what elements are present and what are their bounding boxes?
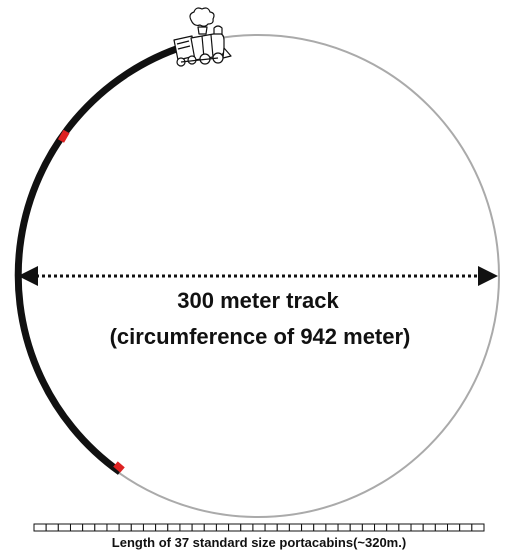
portacabin-unit bbox=[264, 523, 278, 532]
portacabin-unit bbox=[434, 523, 449, 532]
portacabin-unit bbox=[94, 523, 108, 532]
portacabin-unit bbox=[82, 523, 96, 532]
portacabin-unit bbox=[471, 523, 485, 532]
portacabin-unit bbox=[386, 523, 400, 532]
portacabin-unit bbox=[69, 523, 84, 532]
portacabin-unit bbox=[459, 523, 473, 532]
portacabin-unit bbox=[106, 523, 120, 532]
portacabin-unit bbox=[252, 523, 266, 532]
portacabin-unit bbox=[447, 523, 461, 532]
portacabin-unit bbox=[45, 523, 59, 532]
portacabin-unit bbox=[349, 523, 363, 532]
portacabin-unit bbox=[313, 523, 327, 532]
arrowhead-right bbox=[478, 266, 498, 286]
portacabin-unit bbox=[203, 523, 217, 532]
portacabin-unit bbox=[361, 523, 376, 532]
portacabin-unit bbox=[374, 523, 388, 532]
portacabin-unit bbox=[398, 523, 412, 532]
portacabin-unit bbox=[191, 523, 205, 532]
steam-locomotive-icon bbox=[173, 7, 232, 67]
arrowhead-left bbox=[18, 266, 38, 286]
portacabin-unit bbox=[301, 523, 315, 532]
portacabin-scale-bar bbox=[33, 523, 485, 532]
portacabin-unit bbox=[325, 523, 339, 532]
circumference-label: (circumference of 942 meter) bbox=[110, 324, 411, 349]
portacabin-unit bbox=[422, 523, 436, 532]
portacabin-unit bbox=[57, 523, 71, 532]
portacabin-unit bbox=[288, 523, 303, 532]
diameter-arrow bbox=[18, 266, 498, 286]
portacabin-unit bbox=[240, 523, 254, 532]
portacabin-unit bbox=[33, 523, 47, 532]
portacabin-unit bbox=[130, 523, 144, 532]
red-marker-upper bbox=[57, 129, 70, 143]
portacabin-unit bbox=[167, 523, 181, 532]
portacabin-unit bbox=[142, 523, 157, 532]
portacabin-unit bbox=[276, 523, 290, 532]
train-arc bbox=[14, 42, 187, 475]
portacabin-unit bbox=[215, 523, 230, 532]
portacabin-unit bbox=[118, 523, 132, 532]
portacabin-unit bbox=[410, 523, 424, 532]
portacabin-caption: Length of 37 standard size portacabins(~… bbox=[112, 535, 406, 550]
portacabin-unit bbox=[228, 523, 242, 532]
portacabin-unit bbox=[179, 523, 193, 532]
portacabin-unit bbox=[155, 523, 169, 532]
portacabin-unit bbox=[337, 523, 351, 532]
red-marker-lower bbox=[113, 461, 125, 473]
diameter-label: 300 meter track bbox=[177, 288, 339, 313]
